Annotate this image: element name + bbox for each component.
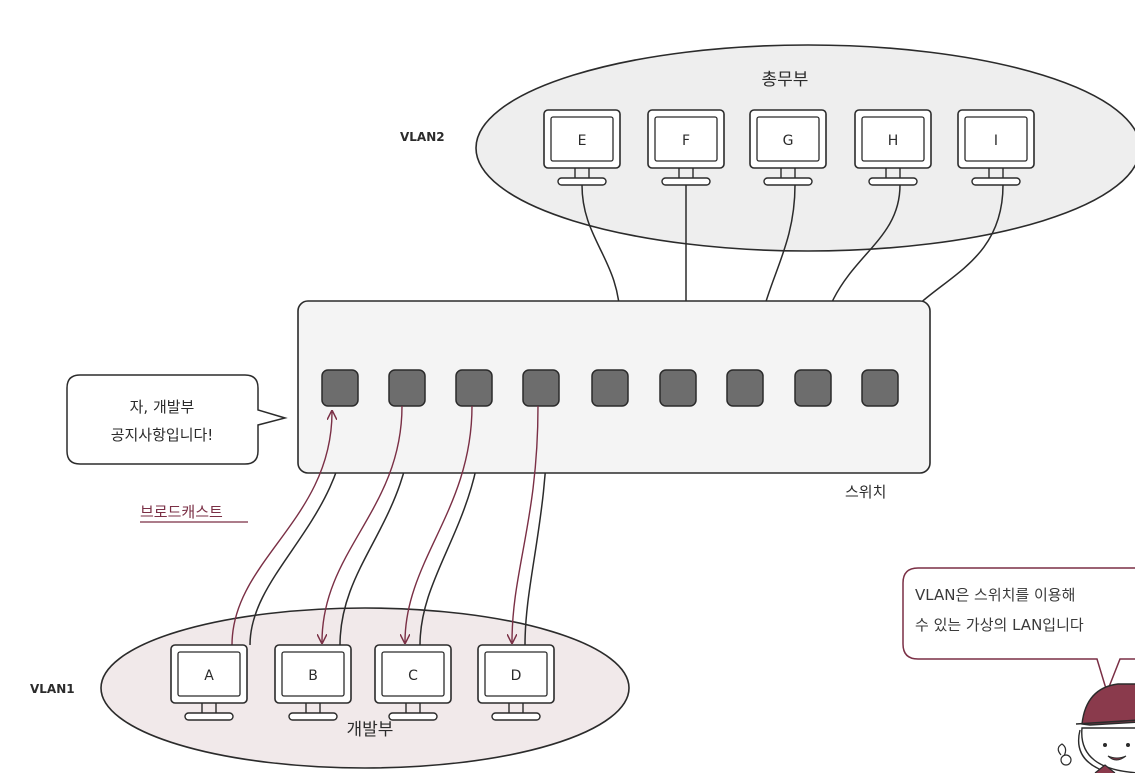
monitor-base [971,177,1021,186]
monitor-screen [654,116,718,162]
vlan1-label: VLAN1 [30,682,75,696]
computer-c: C [374,644,452,721]
broadcast-arrow-switch-to-b [322,405,403,642]
monitor-neck [574,168,590,178]
switch-port-7 [726,369,764,407]
monitor-neck [988,168,1004,178]
monitor-screen [550,116,614,162]
computer-a: A [170,644,248,721]
monitor-screen [177,651,241,697]
switch-label: 스위치 [845,483,886,501]
note-line-1: VLAN은 스위치를 이용해 [915,586,1075,604]
computer-label: D [511,668,522,684]
speech-bubble-line-2: 공지사항입니다! [111,426,214,444]
monitor-neck [305,703,321,713]
computer-i: I [957,109,1035,186]
switch-ports [321,369,899,407]
monitor-screen [281,651,345,697]
announcement-speech-bubble: 자, 개발부 공지사항입니다! [66,374,288,465]
switch-port-1 [321,369,359,407]
monitor-base [388,712,438,721]
vlan-note-bubble: VLAN은 스위치를 이용해 수 있는 가상의 LAN입니다 [902,567,1135,695]
computer-h: H [854,109,932,186]
switch-port-5 [591,369,629,407]
monitor-neck [885,168,901,178]
switch-port-3 [455,369,493,407]
broadcast-arrow-switch-to-c [405,405,473,642]
vlan1-group-title: 개발부 [347,720,394,740]
speech-bubble-line-1: 자, 개발부 [130,398,195,416]
note-line-2: 수 있는 가상의 LAN입니다 [915,616,1084,634]
computer-g: G [749,109,827,186]
mascot-character-icon [1057,683,1135,773]
monitor-base [661,177,711,186]
monitor-screen [964,116,1028,162]
broadcast-arrows-layer [231,405,539,646]
computer-label: G [783,133,794,149]
computer-label: I [994,133,998,149]
monitor-base [763,177,813,186]
computer-label: A [204,668,214,684]
monitor-screen [484,651,548,697]
monitor-neck [678,168,694,178]
monitor-screen [381,651,445,697]
monitor-neck [201,703,217,713]
computer-label: C [408,668,418,684]
monitor-base [557,177,607,186]
computer-f: F [647,109,725,186]
computer-label: B [308,668,318,684]
computer-label: F [682,133,690,149]
computer-e: E [543,109,621,186]
monitor-base [491,712,541,721]
monitor-neck [780,168,796,178]
monitors-layer: E F G H I A B C D [170,109,1035,721]
computer-b: B [274,644,352,721]
computer-label: E [578,133,587,149]
computer-label: H [888,133,899,149]
broadcast-arrow-a-to-switch [231,412,332,646]
monitor-neck [405,703,421,713]
monitor-base [288,712,338,721]
monitor-screen [756,116,820,162]
switch-port-6 [659,369,697,407]
vlan2-label: VLAN2 [400,130,445,144]
monitor-base [184,712,234,721]
switch-port-9 [861,369,899,407]
switch-port-8 [794,369,832,407]
broadcast-arrow-switch-to-d [512,405,539,642]
switch-port-4 [522,369,560,407]
switch-port-2 [388,369,426,407]
computer-d: D [477,644,555,721]
monitor-screen [861,116,925,162]
broadcast-label: 브로드캐스트 [140,503,223,521]
monitor-base [868,177,918,186]
vlan2-group-title: 총무부 [762,70,809,90]
monitor-neck [508,703,524,713]
